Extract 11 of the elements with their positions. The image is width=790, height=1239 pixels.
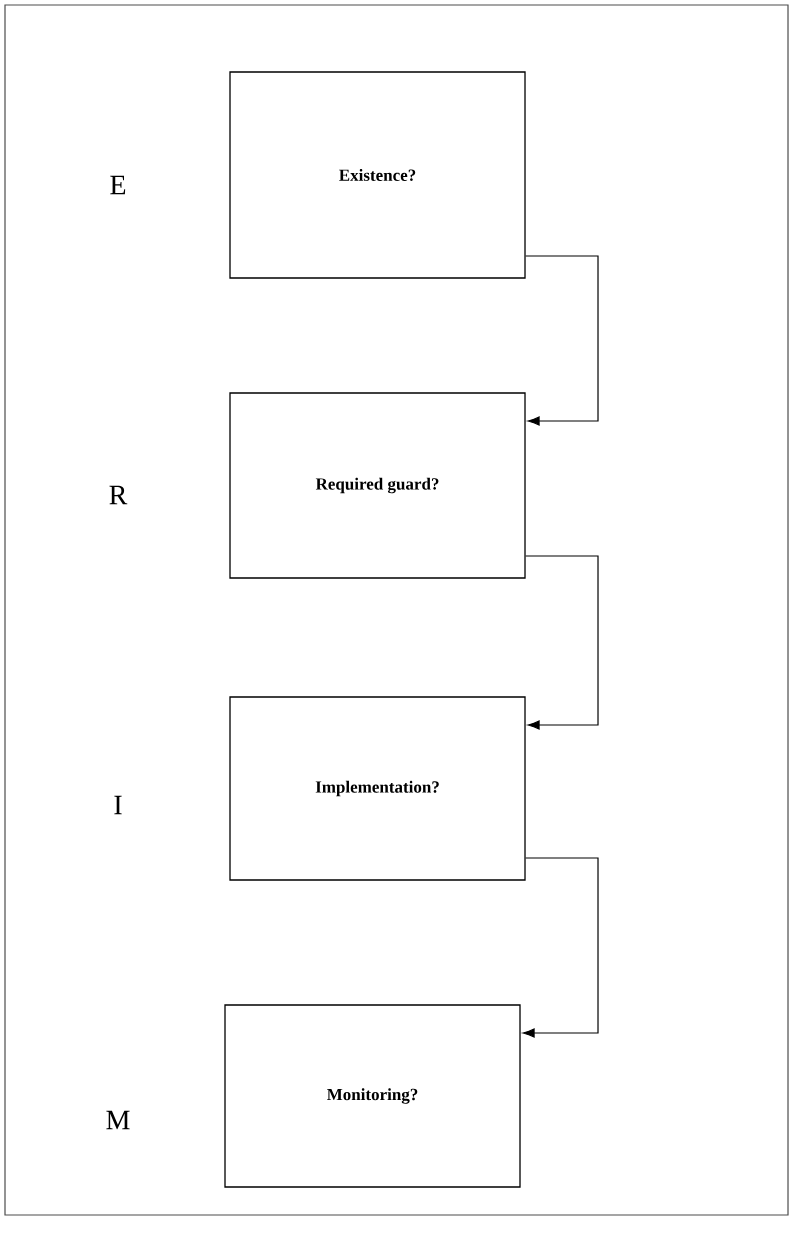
level-letter: E xyxy=(110,175,126,195)
arrow xyxy=(525,255,599,426)
arrow xyxy=(525,555,599,730)
process-box: Required guard? xyxy=(229,392,526,579)
level-letter: M xyxy=(106,1110,130,1130)
level-letter: R xyxy=(109,485,128,505)
process-box: Existence? xyxy=(229,71,526,279)
level-letter: I xyxy=(114,795,122,815)
process-box: Implementation? xyxy=(229,696,526,881)
arrow xyxy=(522,857,599,1038)
process-box: Monitoring? xyxy=(224,1004,521,1188)
